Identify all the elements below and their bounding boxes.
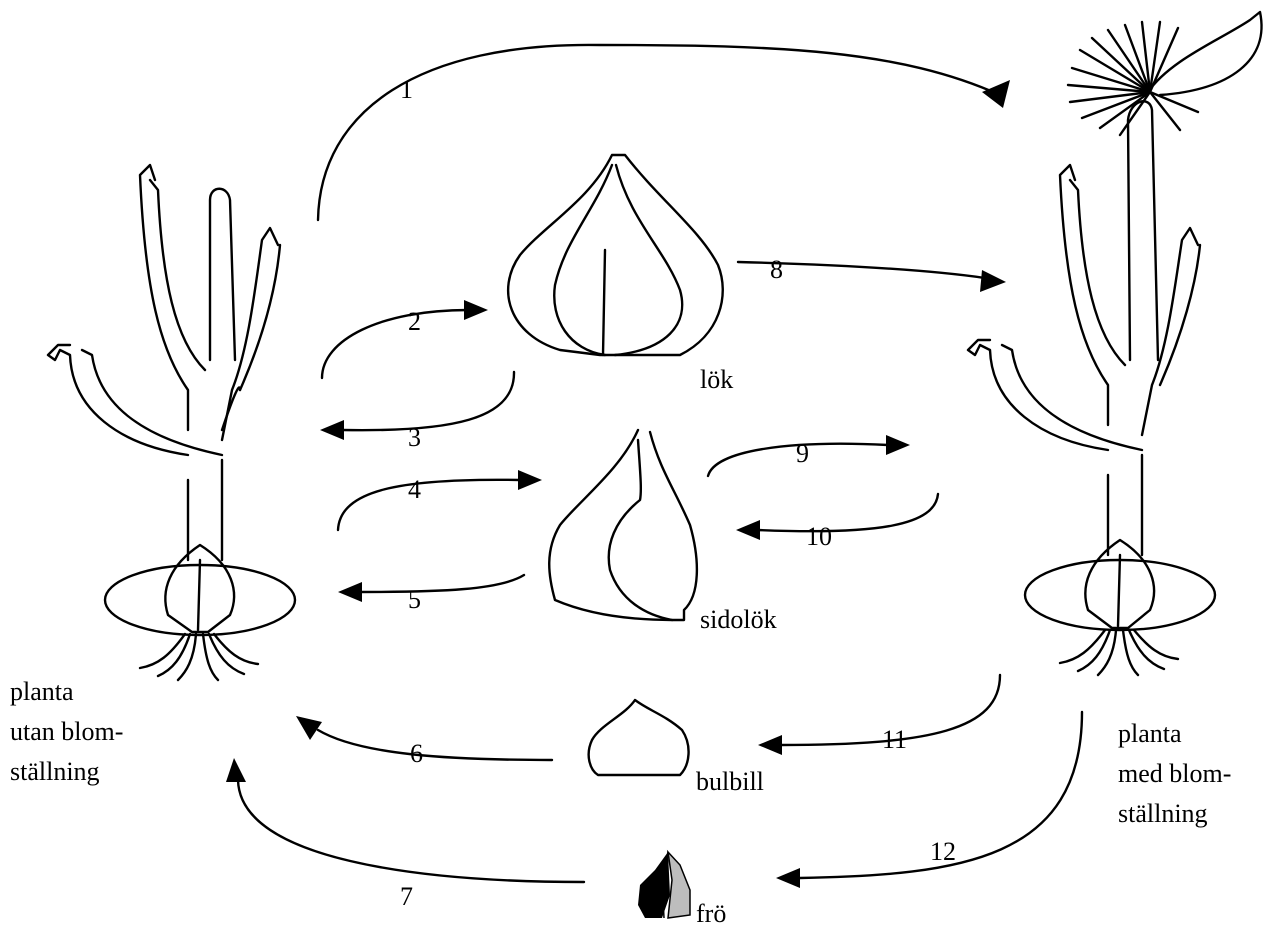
label-side-bulb: sidolök xyxy=(700,605,777,634)
plant-without-inflorescence xyxy=(48,165,295,680)
arrow-label-3: 3 xyxy=(408,423,421,452)
arrow-1: 1 xyxy=(318,45,1010,220)
arrow-label-9: 9 xyxy=(796,439,809,468)
arrow-11: 11 xyxy=(758,675,1000,755)
arrow-12: 12 xyxy=(776,712,1082,888)
arrow-label-11: 11 xyxy=(882,725,907,754)
arrow-9: 9 xyxy=(708,435,910,476)
arrow-2: 2 xyxy=(322,300,488,378)
seed-figure xyxy=(638,852,690,918)
label-plant-left-line1: planta xyxy=(10,677,74,706)
arrow-label-5: 5 xyxy=(408,585,421,614)
label-plant-right-line3: ställning xyxy=(1118,799,1208,828)
arrow-6: 6 xyxy=(296,716,552,768)
arrow-label-10: 10 xyxy=(806,522,832,551)
arrow-7: 7 xyxy=(226,758,584,911)
arrow-label-4: 4 xyxy=(408,475,421,504)
arrow-label-2: 2 xyxy=(408,307,421,336)
label-plant-left-line3: ställning xyxy=(10,757,100,786)
bulb-figure xyxy=(508,155,723,355)
arrow-5: 5 xyxy=(338,575,524,614)
arrow-8: 8 xyxy=(738,255,1006,292)
label-plant-left-line2: utan blom- xyxy=(10,717,123,746)
arrow-10: 10 xyxy=(736,494,938,551)
arrow-label-1: 1 xyxy=(400,75,413,104)
arrow-3: 3 xyxy=(320,372,514,452)
arrow-label-6: 6 xyxy=(410,739,423,768)
plant-with-inflorescence xyxy=(968,12,1262,675)
label-plant-right-line2: med blom- xyxy=(1118,759,1231,788)
label-plant-right-line1: planta xyxy=(1118,719,1182,748)
side-bulb-figure xyxy=(549,430,697,620)
arrow-label-7: 7 xyxy=(400,882,413,911)
label-bulbil: bulbill xyxy=(696,767,764,796)
arrow-label-8: 8 xyxy=(770,255,783,284)
inflorescence-rays xyxy=(1068,22,1198,135)
label-bulb: lök xyxy=(700,365,733,394)
bulbil-figure xyxy=(589,700,689,775)
label-seed: frö xyxy=(696,899,726,928)
arrow-4: 4 xyxy=(338,470,542,530)
arrows: 1 2 3 4 5 6 xyxy=(226,45,1082,911)
arrow-label-12: 12 xyxy=(930,837,956,866)
